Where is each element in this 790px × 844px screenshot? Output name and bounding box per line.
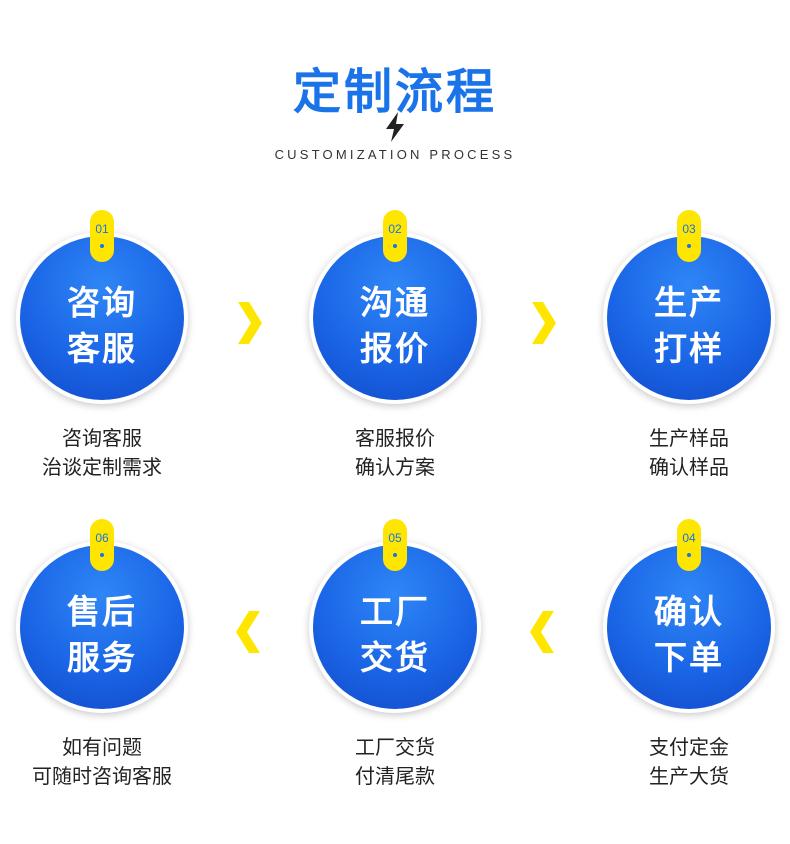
step-desc-line2: 可随时咨询客服 (32, 764, 172, 788)
step-title: 售后 服务 (20, 589, 184, 681)
step-circle: 确认 下单 (603, 541, 775, 713)
step-description: 生产样品 确认样品 (569, 424, 790, 482)
step-title-line1: 确认 (654, 592, 724, 631)
step-desc-line2: 治谈定制需求 (42, 455, 162, 479)
step-description: 如有问题 可随时咨询客服 (0, 733, 222, 791)
chevron-left-icon (236, 611, 260, 653)
badge-dot (100, 244, 104, 248)
step-title-line2: 客服 (67, 329, 137, 368)
chevron-right-icon (532, 302, 556, 344)
step-number: 05 (388, 531, 402, 545)
step-number: 01 (95, 222, 109, 236)
step-number: 04 (682, 531, 696, 545)
step-circle-fill: 生产 打样 (607, 236, 771, 400)
step-description: 工厂交货 付清尾款 (275, 733, 515, 791)
step-circle: 生产 打样 (603, 232, 775, 404)
step-desc-line1: 客服报价 (355, 426, 435, 450)
step-title-line2: 下单 (654, 638, 724, 677)
step-title-line1: 生产 (654, 283, 724, 322)
step-number-badge: 06 (90, 519, 114, 571)
step-circle-fill: 咨询 客服 (20, 236, 184, 400)
badge-dot (687, 553, 691, 557)
step-title-line2: 打样 (654, 329, 724, 368)
step-number-badge: 01 (90, 210, 114, 262)
step-title: 工厂 交货 (313, 589, 477, 681)
step-desc-line2: 付清尾款 (355, 764, 435, 788)
step-description: 客服报价 确认方案 (275, 424, 515, 482)
step-desc-line1: 工厂交货 (355, 735, 435, 759)
step-title: 生产 打样 (607, 280, 771, 372)
step-number-badge: 03 (677, 210, 701, 262)
step-circle: 工厂 交货 (309, 541, 481, 713)
step-desc-line1: 生产样品 (649, 426, 729, 450)
step-title-line2: 报价 (360, 329, 430, 368)
step-circle-fill: 沟通 报价 (313, 236, 477, 400)
step-number-badge: 02 (383, 210, 407, 262)
step-title-line1: 售后 (67, 592, 137, 631)
step-title: 咨询 客服 (20, 280, 184, 372)
step-desc-line2: 生产大货 (649, 764, 729, 788)
badge-dot (687, 244, 691, 248)
step-desc-line2: 确认样品 (649, 455, 729, 479)
step-circle: 咨询 客服 (16, 232, 188, 404)
badge-dot (393, 553, 397, 557)
step-title-line1: 沟通 (360, 283, 430, 322)
step-title-line1: 工厂 (360, 592, 430, 631)
step-desc-line1: 如有问题 (62, 735, 142, 759)
step-circle-fill: 确认 下单 (607, 545, 771, 709)
badge-dot (100, 553, 104, 557)
step-number-badge: 04 (677, 519, 701, 571)
chevron-left-icon (530, 611, 554, 653)
step-desc-line2: 确认方案 (355, 455, 435, 479)
chevron-right-icon (238, 302, 262, 344)
step-desc-line1: 支付定金 (649, 735, 729, 759)
step-circle-fill: 工厂 交货 (313, 545, 477, 709)
step-description: 咨询客服 治谈定制需求 (0, 424, 222, 482)
step-title-line1: 咨询 (67, 283, 137, 322)
badge-dot (393, 244, 397, 248)
step-circle-fill: 售后 服务 (20, 545, 184, 709)
step-title-line2: 服务 (67, 638, 137, 677)
step-title-line2: 交货 (360, 638, 430, 677)
step-title: 确认 下单 (607, 589, 771, 681)
page-subtitle: CUSTOMIZATION PROCESS (274, 147, 516, 162)
step-number-badge: 05 (383, 519, 407, 571)
lightning-bolt-icon (386, 112, 404, 142)
step-number: 06 (95, 531, 109, 545)
step-description: 支付定金 生产大货 (569, 733, 790, 791)
step-title: 沟通 报价 (313, 280, 477, 372)
step-number: 03 (682, 222, 696, 236)
step-number: 02 (388, 222, 402, 236)
step-desc-line1: 咨询客服 (62, 426, 142, 450)
page-title: 定制流程 (292, 64, 497, 120)
